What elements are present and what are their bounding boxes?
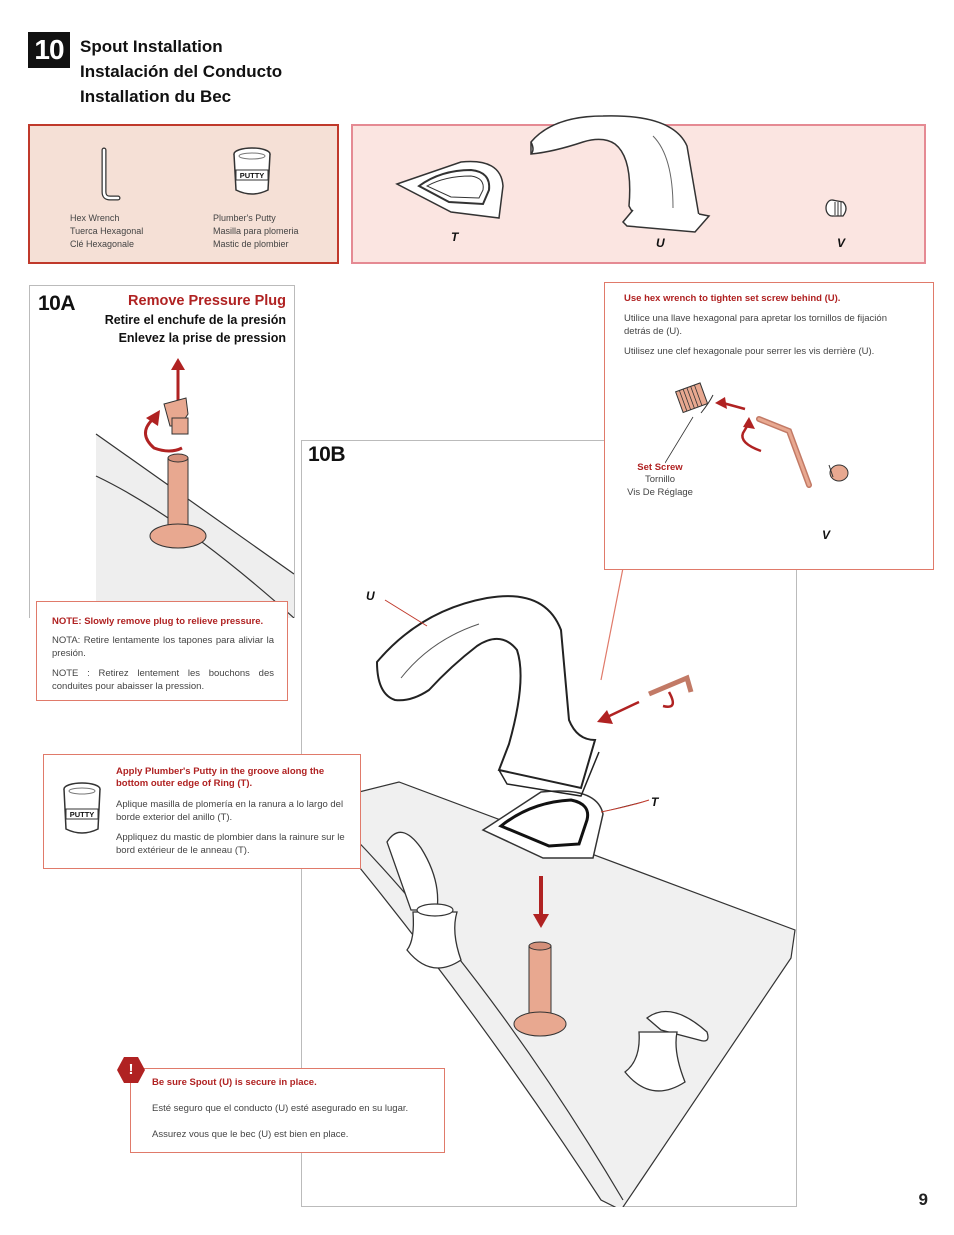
part-letter-u: U [656, 236, 665, 250]
step-title-fr: Installation du Bec [80, 87, 232, 106]
note-putty-fr: Appliquez du mastic de plombier dans la … [116, 832, 345, 856]
spout-icon [530, 115, 711, 233]
step-10b-label: 10B [308, 443, 346, 466]
note-putty-jar-icon: PUTTY [63, 782, 101, 834]
step-10a-subtitle-es: Retire el enchufe de la presión [104, 313, 286, 327]
step-number: 10 [28, 32, 70, 68]
step-10a-subtitle-fr: Enlevez la prise de pression [118, 331, 286, 345]
note-set-screw-fr: Utilisez une clef hexagonale pour serrer… [624, 346, 875, 357]
tools-panel: Hex Wrench Tuerca Hexagonal Clé Hexagona… [28, 124, 339, 264]
set-screw-letter-v: V [822, 528, 831, 542]
note-pressure-es: NOTA: Retire lentamente los tapones para… [52, 635, 274, 659]
hex-wrench-icon [101, 147, 121, 201]
step-title-en: Spout Installation [80, 37, 223, 56]
pressure-plug-illustration [95, 358, 294, 618]
part-letter-v: V [837, 236, 846, 250]
step-10a-label: 10A [38, 292, 76, 315]
warning-icon: ! [116, 1056, 146, 1084]
note-putty-jar-text: PUTTY [70, 810, 95, 819]
note-putty-heading: Apply Plumber's Putty in the groove alon… [116, 766, 325, 789]
ring-icon [395, 160, 504, 219]
note-warning: Be sure Spout (U) is secure in place. Es… [130, 1068, 445, 1153]
set-screw-callout: Set Screw Tornillo Vis De Réglage [627, 462, 693, 498]
page-number: 9 [918, 1190, 928, 1209]
note-set-screw-es: Utilice una llave hexagonal para apretar… [624, 313, 887, 337]
note-warning-heading: Be sure Spout (U) is secure in place. [152, 1077, 317, 1088]
step-10b-letter-u: U [366, 589, 375, 603]
note-warning-fr: Assurez vous que le bec (U) est bien en … [152, 1129, 349, 1140]
note-pressure-heading: NOTE: Slowly remove plug to relieve pres… [52, 616, 264, 627]
set-screw-icon [825, 199, 847, 217]
note-pressure-fr: NOTE : Retirez lentement les bouchons de… [52, 668, 274, 692]
putty-jar-text: PUTTY [240, 171, 265, 180]
note-putty-es: Aplique masilla de plomería en la ranura… [116, 799, 344, 823]
spout-installation-illustration [318, 567, 796, 1207]
part-letter-t: T [451, 230, 459, 244]
step-10a-panel: 10A Remove Pressure Plug Retire el enchu… [29, 285, 295, 618]
warning-badge-text: ! [128, 1061, 134, 1078]
note-putty: PUTTY Apply Plumber's Putty in the groov… [43, 754, 361, 869]
putty-label: Plumber's Putty Masilla para plomeria Ma… [213, 213, 299, 249]
note-warning-es: Esté seguro que el conducto (U) esté ase… [152, 1103, 409, 1114]
set-screw-detail-illustration [665, 382, 849, 488]
step-10a-title: Remove Pressure Plug [128, 293, 286, 309]
note-set-screw-heading: Use hex wrench to tighten set screw behi… [624, 293, 841, 304]
note-pressure: NOTE: Slowly remove plug to relieve pres… [36, 601, 288, 701]
putty-jar-icon: PUTTY [233, 147, 271, 195]
parts-panel: T U V [351, 115, 926, 264]
step-10b-letter-t: T [651, 795, 659, 809]
step-title-es: Instalación del Conducto [80, 62, 283, 81]
note-set-screw: Use hex wrench to tighten set screw behi… [604, 282, 934, 570]
hex-wrench-label: Hex Wrench Tuerca Hexagonal Clé Hexagona… [70, 213, 144, 249]
